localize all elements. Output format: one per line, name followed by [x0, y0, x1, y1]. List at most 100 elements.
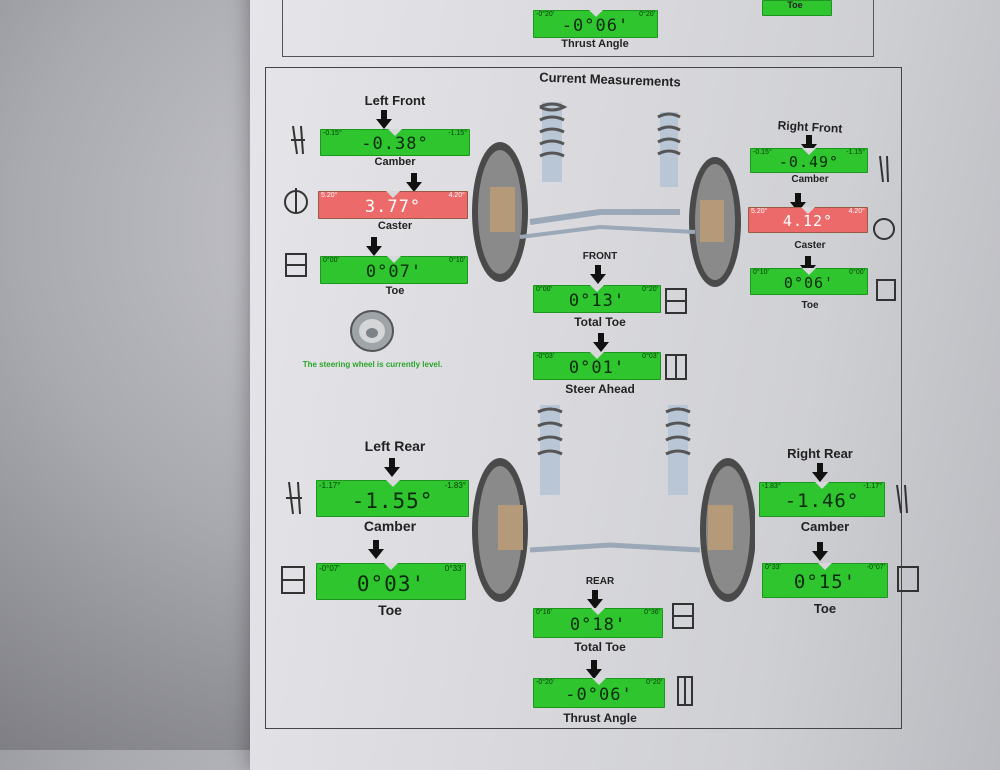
steer-ahead-value: 0°01' [568, 358, 626, 378]
right-rear-camber-label: Camber [800, 519, 850, 534]
prev-thrust-min: -0°20' [536, 11, 555, 18]
left-rear-camber-value: -1.55° [351, 489, 434, 513]
left-rear-toe-arrow-icon [368, 540, 384, 560]
right-front-caster-label: Caster [794, 240, 826, 251]
rear-total-toe-icon [672, 603, 694, 629]
steer-ahead-arrow-icon [593, 333, 609, 353]
left-front-caster-value: 3.77° [364, 197, 422, 217]
right-front-toe-label: Toe [801, 300, 819, 311]
right-rear-toe-gauge: 0°33' -0°07' 0°15' [762, 563, 888, 598]
toe-icon-right [876, 279, 896, 301]
total-toe-icon [665, 288, 687, 314]
right-front-caster-value: 4.12° [782, 212, 834, 230]
front-total-toe-gauge: 0°00' 0°20' 0°13' [533, 285, 661, 313]
left-front-toe-max: 0°10' [449, 257, 465, 264]
left-front-toe-gauge: 0°00' 0°10' 0°07' [320, 256, 468, 284]
right-rear-camber-value: -1.46° [784, 490, 860, 512]
left-front-caster-max: 4.20° [448, 192, 465, 199]
front-suspension-illustration [472, 102, 741, 287]
left-front-toe-value: 0°07' [365, 262, 423, 282]
right-front-toe-max: 0°00' [849, 269, 865, 276]
left-front-title: Left Front [364, 93, 426, 108]
right-rear-toe-min: 0°33' [765, 564, 781, 571]
right-rear-toe-max: -0°07' [866, 564, 885, 571]
left-front-camber-min: -0.15° [323, 130, 342, 137]
right-front-camber-max: -1.15° [846, 149, 865, 156]
rear-camber-icon [286, 481, 302, 515]
left-rear-camber-max: -1.83° [444, 481, 466, 490]
front-total-toe-max: 0°20' [642, 286, 658, 293]
left-rear-camber-min: -1.17° [319, 481, 341, 490]
steer-ahead-icon [665, 354, 687, 380]
prev-right-label: Toe [787, 0, 803, 10]
left-rear-camber-gauge: -1.17° -1.83° -1.55° [316, 480, 469, 517]
left-front-caster-label: Caster [377, 220, 413, 232]
rear-total-toe-value: 0°18' [569, 615, 627, 635]
left-front-toe-label: Toe [385, 285, 405, 297]
right-front-caster-min: 5.20° [751, 208, 768, 215]
thrust-angle-label: Thrust Angle [563, 711, 637, 725]
camber-icon-right [879, 155, 889, 183]
thrust-angle-value: -0°06' [565, 685, 633, 705]
rear-total-toe-max: 0°36' [644, 609, 660, 616]
left-rear-toe-max: 0°33' [444, 564, 463, 573]
right-rear-camber-min: -1.83° [762, 483, 781, 490]
left-front-camber-label: Camber [374, 156, 416, 168]
steer-ahead-label: Steer Ahead [565, 382, 635, 396]
prev-thrust-max: 0°20' [639, 11, 655, 18]
left-rear-camber-arrow-icon [384, 458, 400, 478]
right-rear-toe-arrow-icon [812, 542, 828, 562]
rear-total-toe-arrow-icon [587, 590, 603, 610]
left-rear-title: Left Rear [364, 438, 426, 454]
thrust-angle-gauge: -0°20' 0°20' -0°06' [533, 678, 665, 708]
steering-status-message: The steering wheel is currently level. [302, 360, 443, 369]
rear-title: REAR [585, 576, 615, 587]
rear-total-toe-min: 0°16' [536, 609, 552, 616]
caster-icon-right [873, 218, 895, 240]
right-rear-toe-label: Toe [813, 601, 837, 616]
right-front-caster-gauge: 5.20° 4.20° 4.12° [748, 207, 868, 233]
rear-toe-icon [281, 566, 305, 594]
right-rear-camber-max: -1.17° [863, 483, 882, 490]
right-rear-camber-gauge: -1.83° -1.17° -1.46° [759, 482, 885, 517]
thrust-arrow-icon [586, 660, 602, 680]
right-front-toe-min: 0°10' [753, 269, 769, 276]
rear-toe-icon-right [897, 566, 919, 592]
thrust-angle-min: -0°20' [536, 679, 555, 686]
document-page [250, 0, 1000, 770]
left-rear-toe-gauge: -0°07' 0°33' 0°03' [316, 563, 466, 600]
left-front-camber-value: -0.38° [361, 134, 429, 154]
prev-thrust-value: -0°06' [561, 16, 630, 36]
rear-suspension-illustration [472, 405, 755, 602]
left-front-caster-arrow-icon [406, 173, 422, 193]
front-total-toe-value: 0°13' [568, 291, 626, 311]
front-total-toe-label: Total Toe [574, 315, 626, 329]
left-rear-toe-min: -0°07' [319, 564, 340, 573]
front-title: FRONT [582, 251, 618, 262]
thrust-angle-max: 0°20' [646, 679, 662, 686]
steering-wheel-icon [350, 310, 394, 352]
prev-right-gauge [762, 0, 832, 16]
left-front-toe-min: 0°00' [323, 257, 339, 264]
left-rear-toe-value: 0°03' [356, 572, 426, 596]
left-front-camber-arrow-icon [376, 110, 392, 130]
left-front-camber-max: -1.15° [448, 130, 467, 137]
right-front-camber-gauge: -0.15° -1.15° -0.49° [750, 148, 868, 173]
left-front-camber-gauge: -0.15° -1.15° -0.38° [320, 129, 470, 156]
front-total-toe-min: 0°00' [536, 286, 552, 293]
right-front-camber-label: Camber [791, 174, 829, 185]
right-front-camber-value: -0.49° [778, 153, 840, 171]
left-front-caster-gauge: 5.20° 4.20° 3.77° [318, 191, 468, 219]
prev-thrust-gauge: -0°20' 0°20' -0°06' [533, 10, 658, 38]
toe-icon [285, 253, 307, 277]
front-total-toe-arrow-icon [590, 265, 606, 285]
rear-total-toe-label: Total Toe [574, 640, 626, 654]
rear-total-toe-gauge: 0°16' 0°36' 0°18' [533, 608, 663, 638]
steer-ahead-gauge: -0°03' 0°03' 0°01' [533, 352, 661, 380]
steer-ahead-min: -0°03' [536, 353, 555, 360]
rear-camber-icon-right [896, 484, 908, 514]
camber-icon [291, 125, 305, 155]
right-rear-toe-value: 0°15' [793, 571, 857, 593]
left-front-toe-arrow-icon [366, 237, 382, 257]
right-front-camber-min: -0.15° [753, 149, 772, 156]
